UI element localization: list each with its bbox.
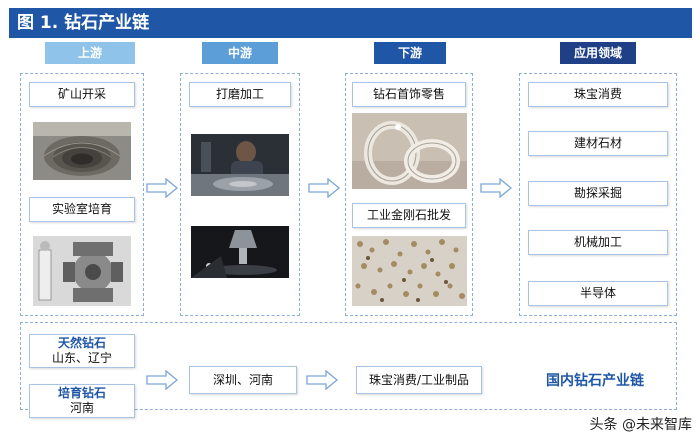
applications-panel <box>519 73 677 316</box>
arrow-right-icon <box>480 178 512 198</box>
rings-image <box>352 113 467 189</box>
app-semiconductor-box: 半导体 <box>528 281 668 306</box>
cultivated-diamond-box: 培育钻石 河南 <box>29 384 135 418</box>
app-jewelry-label: 珠宝消费 <box>573 87 622 101</box>
natural-diamond-box: 天然钻石 山东、辽宁 <box>29 334 135 368</box>
mining-pit-image <box>33 122 131 180</box>
stage-midstream-header: 中游 <box>202 42 278 64</box>
arrow-right-icon <box>308 178 340 198</box>
lab-grown-box: 实验室培育 <box>29 197 135 222</box>
app-exploration-box: 勘探采掘 <box>528 181 668 206</box>
downstream-panel <box>345 73 473 316</box>
app-machining-box: 机械加工 <box>528 230 668 255</box>
arrow-right-icon <box>146 370 178 390</box>
natural-diamond-region: 山东、辽宁 <box>51 351 112 365</box>
industrial-wholesale-box: 工业金刚石批发 <box>352 203 466 228</box>
figure-title: 图 1. 钻石产业链 <box>9 8 692 38</box>
app-machining-label: 机械加工 <box>573 235 622 249</box>
mining-label: 矿山开采 <box>57 87 106 101</box>
processing-region-box: 深圳、河南 <box>189 366 297 394</box>
upstream-panel <box>20 73 144 316</box>
polishing-closeup-image <box>191 226 289 278</box>
app-exploration-label: 勘探采掘 <box>573 186 622 200</box>
cultivated-diamond-region: 河南 <box>69 401 94 415</box>
polishing-box: 打磨加工 <box>189 82 291 107</box>
domestic-panel <box>20 322 677 410</box>
polishing-label: 打磨加工 <box>215 87 264 101</box>
stage-applications-header: 应用领域 <box>560 42 636 64</box>
arrow-right-icon <box>306 370 338 390</box>
midstream-panel <box>180 73 300 316</box>
app-building-label: 建材石材 <box>573 136 622 150</box>
jewelry-retail-label: 钻石首饰零售 <box>372 87 445 101</box>
app-semiconductor-label: 半导体 <box>579 286 616 300</box>
arrow-right-icon <box>146 178 178 198</box>
cultivated-diamond-name: 培育钻石 <box>57 386 106 400</box>
app-jewelry-box: 珠宝消费 <box>528 82 668 107</box>
processing-region-label: 深圳、河南 <box>212 372 273 387</box>
watermark: 头条 @未来智库 <box>589 417 692 433</box>
industrial-wholesale-label: 工业金刚石批发 <box>366 208 451 222</box>
consumption-label: 珠宝消费/工业制品 <box>368 372 470 387</box>
app-building-box: 建材石材 <box>528 131 668 156</box>
domestic-chain-label: 国内钻石产业链 <box>546 373 644 389</box>
stage-downstream-header: 下游 <box>374 42 446 64</box>
mining-box: 矿山开采 <box>29 82 135 107</box>
natural-diamond-name: 天然钻石 <box>57 336 106 350</box>
lab-press-image <box>33 236 131 306</box>
industrial-diamonds-image <box>352 236 467 306</box>
lab-grown-label: 实验室培育 <box>51 202 112 216</box>
polishing-worker-image <box>191 134 289 196</box>
consumption-box: 珠宝消费/工业制品 <box>356 366 482 394</box>
stage-upstream-header: 上游 <box>45 42 135 64</box>
jewelry-retail-box: 钻石首饰零售 <box>352 82 466 107</box>
